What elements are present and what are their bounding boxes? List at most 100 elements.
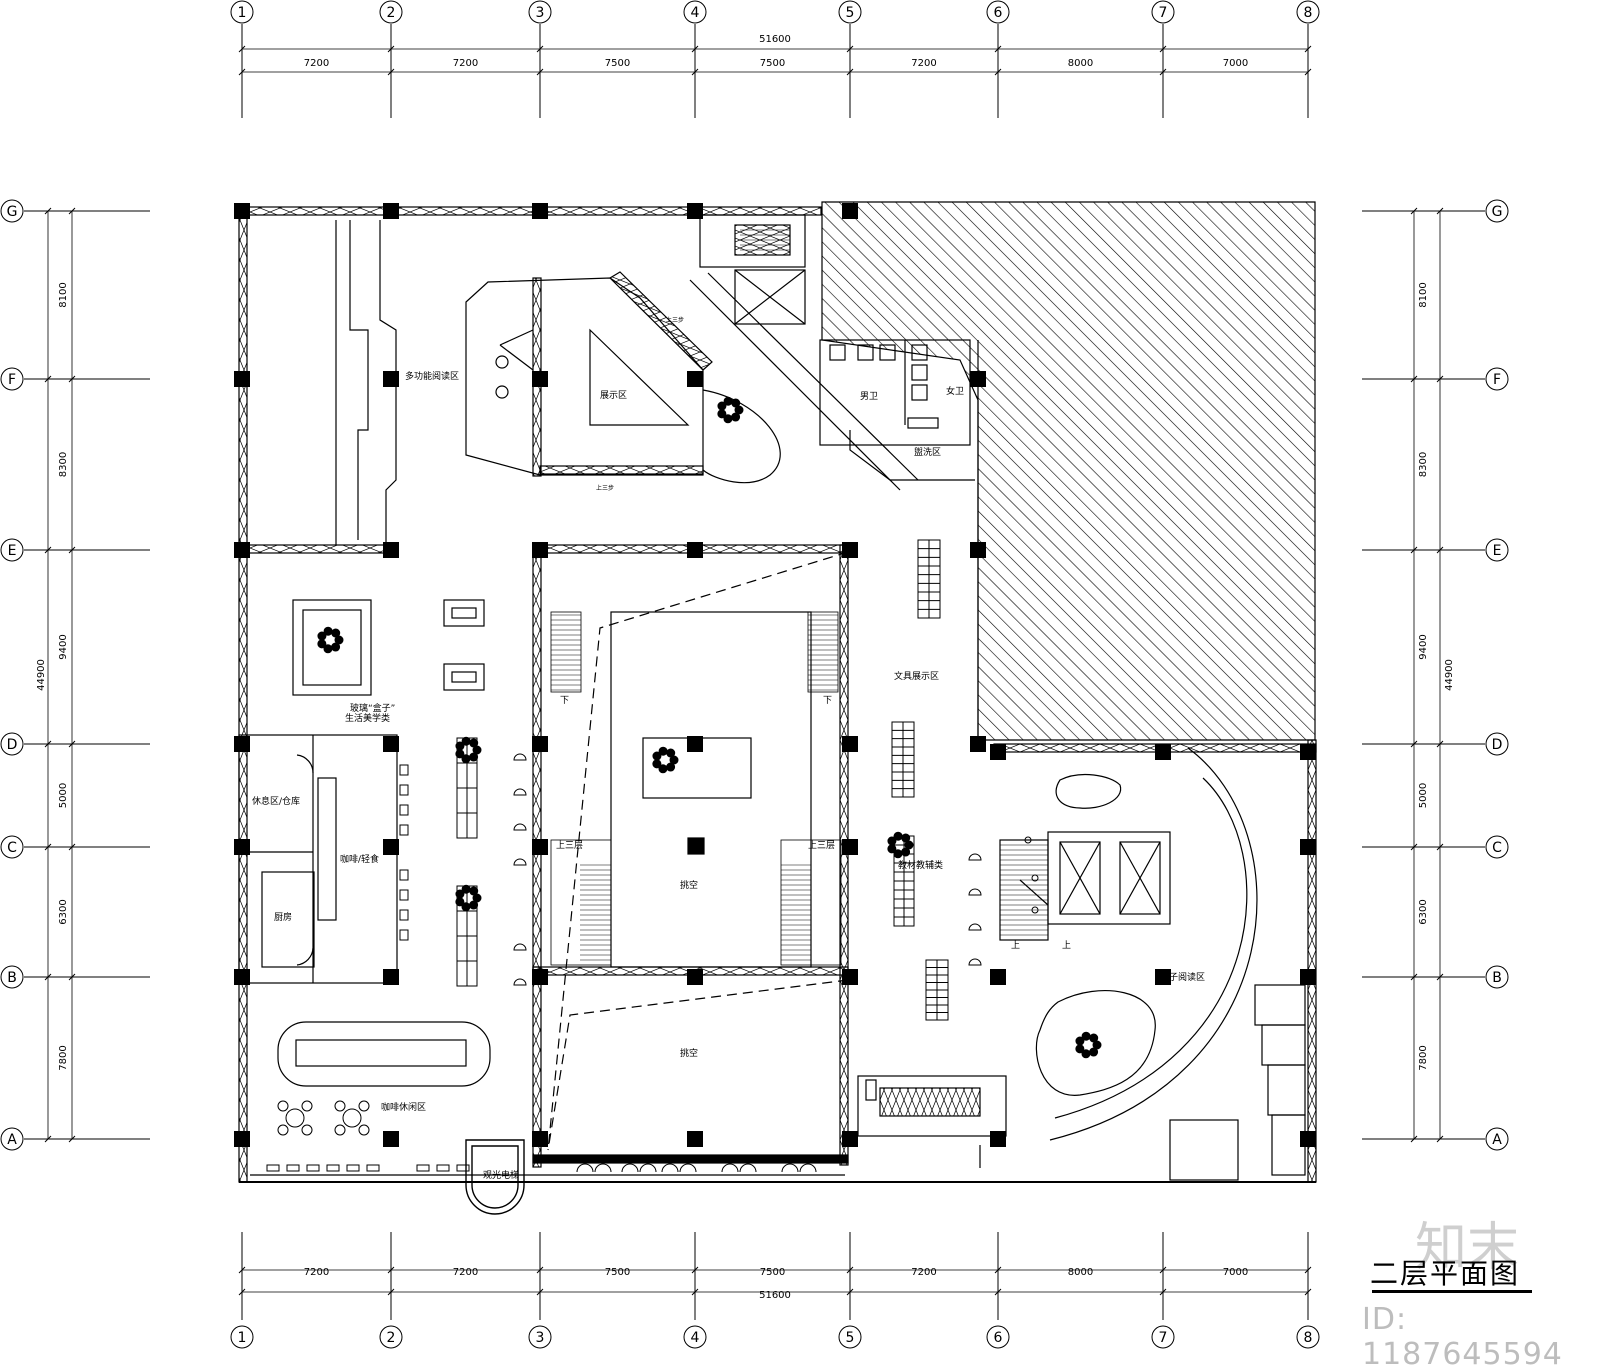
plant (461, 884, 471, 894)
bench-seat (326, 1164, 340, 1172)
sightseeing-lift (465, 1139, 525, 1215)
grid-label-row: D (1492, 737, 1503, 753)
dim-row-spacing: 7800 (58, 1045, 69, 1070)
structural-column (687, 371, 703, 387)
label-down-right: 下 (823, 696, 832, 706)
label-rest-storage: 休息区/仓库 (252, 795, 300, 807)
bar-stool (399, 909, 409, 921)
plant (331, 642, 341, 652)
structural-column (1155, 969, 1171, 985)
label-void-2: 挑空 (680, 1047, 698, 1059)
dim-total-width: 51600 (759, 1290, 791, 1301)
grid-bubble-row (1485, 1127, 1509, 1151)
dim-row-spacing: 9400 (58, 634, 69, 659)
dim-col-spacing: 7000 (1223, 58, 1248, 69)
grid-bubble-col (986, 0, 1010, 24)
plant (893, 849, 903, 859)
plant (717, 409, 727, 419)
plant (901, 833, 911, 843)
title-underline (1372, 1290, 1532, 1293)
grid-bubble-col (528, 1325, 552, 1349)
label-multi-reading: 多功能阅读区 (405, 370, 459, 382)
dim-row-spacing: 8300 (1418, 452, 1429, 477)
label-cafe-lounge: 咖啡休闲区 (381, 1101, 426, 1113)
grid-label-row: E (1493, 543, 1502, 559)
seat (513, 753, 527, 761)
grid-bubble-col (1151, 0, 1175, 24)
bench-seat (266, 1164, 280, 1172)
grid-label-row: A (1492, 1132, 1502, 1148)
window-seat (721, 1163, 757, 1173)
plant (455, 897, 465, 907)
structural-column (234, 1131, 250, 1147)
grid-bubble-row (1485, 538, 1509, 562)
seat (1031, 874, 1039, 882)
dim-col-spacing: 7200 (453, 1267, 478, 1278)
grid-bubble-row (1485, 367, 1509, 391)
grid-label-col: 5 (846, 5, 855, 21)
dim-row-spacing: 6300 (58, 899, 69, 924)
structural-column (1155, 744, 1171, 760)
label-washroom: 盥洗区 (914, 446, 941, 458)
structural-column (970, 371, 986, 387)
grid-label-col: 1 (238, 1330, 247, 1346)
cafe-block (238, 734, 398, 984)
grid-label-col: 1 (238, 5, 247, 21)
plant (469, 900, 479, 910)
plant (893, 831, 903, 841)
dim-row-spacing: 9400 (1418, 634, 1429, 659)
grid-label-row: G (7, 204, 18, 220)
plant (317, 639, 327, 649)
structural-column (687, 736, 703, 752)
structural-column (687, 1131, 703, 1147)
dim-col-spacing: 8000 (1068, 1267, 1093, 1278)
grid-bubble-row (0, 835, 24, 859)
dim-total-depth: 44900 (36, 659, 47, 691)
plant (1081, 1049, 1091, 1059)
seat (968, 888, 982, 896)
grid-bubble-col (230, 0, 254, 24)
cafe-table (285, 1108, 305, 1128)
grid-bubble-row (0, 367, 24, 391)
label-cafe-snack: 咖啡/轻食 (340, 853, 379, 865)
label-mens-wc: 男卫 (860, 391, 878, 402)
grid-bubble-row (0, 965, 24, 989)
kids-reading-area (857, 747, 1306, 1181)
window-seat (781, 1163, 817, 1173)
grid-label-row: B (1492, 970, 1502, 986)
grid-bubble-row (1485, 965, 1509, 989)
structural-column (383, 839, 399, 855)
structural-column (1300, 969, 1316, 985)
label-void-1: 挑空 (680, 879, 698, 891)
plant (317, 631, 327, 641)
cafe-chair (277, 1124, 289, 1136)
grid-label-col: 4 (691, 1330, 700, 1346)
drawing-title: 二层平面图 (1370, 1257, 1521, 1290)
structural-column (532, 203, 548, 219)
structural-column (970, 542, 986, 558)
dim-row-spacing: 5000 (58, 783, 69, 808)
grid-label-col: 2 (387, 1330, 396, 1346)
dim-col-spacing: 7500 (760, 1267, 785, 1278)
dim-col-spacing: 8000 (1068, 58, 1093, 69)
glass-box (292, 599, 485, 696)
grid-bubble-col (986, 1325, 1010, 1349)
dim-col-spacing: 7000 (1223, 1267, 1248, 1278)
structural-column (687, 203, 703, 219)
room-labels: 多功能阅读区 展示区 上三步 上三步 男卫 女卫 盥洗区 文具展示区 玻璃“盒子… (252, 316, 1205, 1181)
plant (1089, 1033, 1099, 1043)
seat (1031, 906, 1039, 914)
plant (461, 754, 471, 764)
grid-label-col: 2 (387, 5, 396, 21)
bench-seat (286, 1164, 300, 1172)
label-stationery: 文具展示区 (894, 670, 939, 682)
bar-stool (399, 804, 409, 816)
plant (461, 902, 471, 912)
seat (513, 788, 527, 796)
seat (513, 978, 527, 986)
grid-label-row: F (1493, 372, 1501, 388)
watermark-logo: 知末 (1415, 1218, 1520, 1278)
plant (455, 741, 465, 751)
plant (666, 748, 676, 758)
